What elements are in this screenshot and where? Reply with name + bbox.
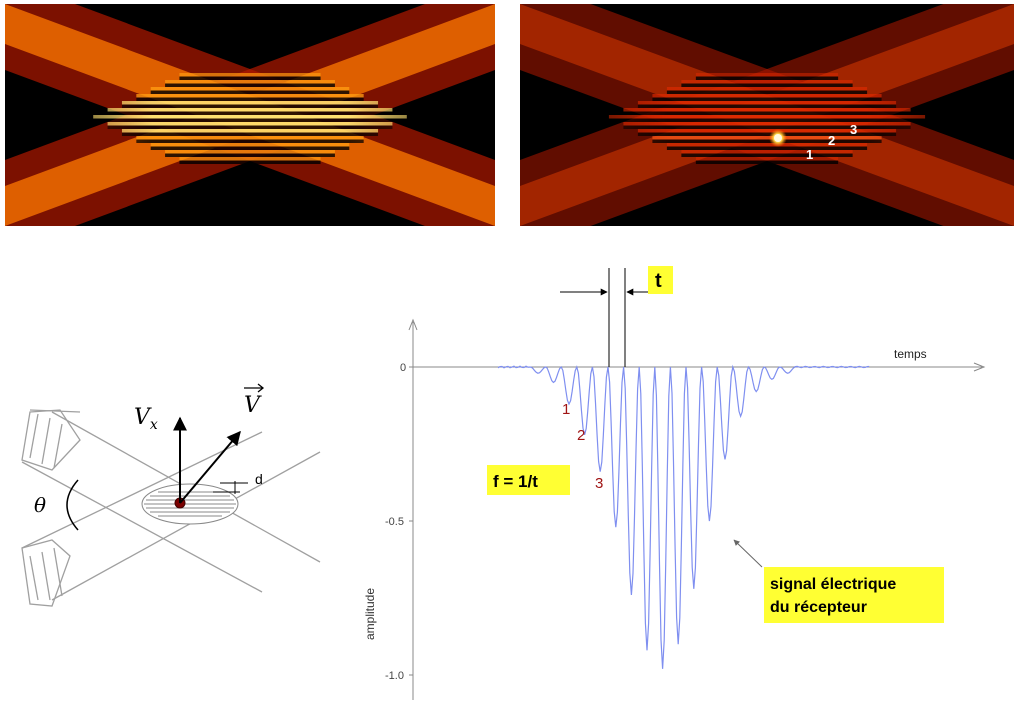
right-panel-fringe-gap	[681, 153, 853, 157]
left-panel-fringe	[107, 108, 393, 112]
peak-marker-2: 2	[577, 427, 585, 444]
x-axis-label: temps	[894, 347, 927, 361]
vx-label: Vx	[134, 405, 158, 433]
left-panel-fringe-gap	[165, 83, 335, 87]
right-panel-fringe	[608, 115, 926, 119]
left-panel-fringe-gap	[179, 76, 321, 80]
right-panel-fringe	[695, 73, 839, 77]
left-panel-fringe-gap	[136, 139, 364, 143]
left-panel-fringe-gap	[93, 118, 407, 122]
right-panel-fringe	[666, 87, 868, 91]
y-axis-label: amplitude	[363, 588, 377, 640]
theta-arc	[66, 479, 79, 531]
particle-marker-2: 2	[828, 133, 835, 148]
left-panel-fringe-gap	[121, 104, 379, 108]
left-panel-fringe	[121, 129, 379, 133]
left-panel-fringe	[93, 115, 407, 119]
right-panel-fringe-gap	[666, 146, 868, 150]
fringe-panel-left	[5, 4, 495, 226]
left-panel-fringe	[179, 157, 321, 161]
left-panel-fringe-gap	[107, 111, 393, 115]
annotation-box	[764, 567, 944, 623]
right-panel-fringe-gap	[652, 97, 882, 101]
right-panel-fringe-gap	[623, 125, 911, 129]
right-panel-fringe	[681, 80, 853, 84]
left-panel-fringe-gap	[179, 160, 321, 164]
y-tick-neg1: -1.0	[385, 670, 404, 682]
left-panel-fringe	[136, 94, 364, 98]
signal-plot: 0 -0.5 -1.0 amplitude temps t 1 2 3 f = …	[363, 266, 986, 700]
right-panel-fringe	[637, 129, 897, 133]
right-panel-fringe-gap	[695, 160, 839, 164]
peak-marker-3: 3	[595, 475, 603, 492]
right-panel-fringe	[623, 108, 911, 112]
left-panel-fringe-gap	[150, 146, 350, 150]
signal-curve	[497, 364, 870, 669]
t-label: t	[655, 270, 662, 292]
theta-label: θ	[34, 493, 46, 517]
right-panel-fringe-gap	[666, 90, 868, 94]
left-panel-fringe	[107, 122, 393, 126]
right-panel-fringe	[652, 94, 882, 98]
left-panel-fringe	[150, 87, 350, 91]
right-panel-fringe-gap	[652, 139, 882, 143]
formula-label: f = 1/t	[493, 472, 538, 491]
annotation-pointer	[733, 539, 763, 568]
right-panel-fringe-gap	[681, 83, 853, 87]
right-panel-fringe	[695, 157, 839, 161]
v-label: V	[244, 393, 262, 418]
period-marker	[560, 268, 650, 367]
left-panel-fringe	[165, 150, 335, 154]
velocity-arrows	[173, 416, 241, 504]
v-arrow	[179, 430, 241, 504]
particle-marker-3: 3	[850, 122, 857, 137]
left-panel-fringe	[121, 101, 379, 105]
left-panel-fringe	[150, 143, 350, 147]
t-label-box	[648, 266, 673, 294]
right-panel-fringe	[637, 101, 897, 105]
y-tick-0: 0	[400, 362, 406, 374]
left-panel-fringe-gap	[165, 153, 335, 157]
right-panel-fringe-gap	[695, 76, 839, 80]
y-tick-neg05: -0.5	[385, 516, 404, 528]
left-panel-fringe	[136, 136, 364, 140]
left-panel-fringe	[179, 73, 321, 77]
v-vector-overline	[244, 383, 265, 393]
right-panel-fringe-gap	[637, 104, 897, 108]
fringe-panel-right	[520, 4, 1014, 226]
annotation-line1: signal électrique	[770, 576, 896, 593]
peak-marker-1: 1	[562, 401, 570, 418]
right-panel-fringe	[666, 143, 868, 147]
right-panel-fringe-gap	[608, 118, 926, 122]
left-panel-fringe-gap	[121, 132, 379, 136]
right-panel-fringe-gap	[637, 132, 897, 136]
right-panel-fringe-gap	[623, 111, 911, 115]
formula-box	[487, 465, 570, 495]
left-panel-fringe-gap	[150, 90, 350, 94]
right-panel-fringe	[681, 150, 853, 154]
d-dimension	[213, 481, 248, 494]
left-panel-fringe	[165, 80, 335, 84]
right-panel-fringe	[623, 122, 911, 126]
annotation-line2: du récepteur	[770, 599, 867, 616]
right-panel-fringe	[652, 136, 882, 140]
left-panel-fringe-gap	[136, 97, 364, 101]
particle-marker-1: 1	[806, 147, 813, 162]
left-panel-fringe-gap	[107, 125, 393, 129]
d-label: d	[255, 471, 263, 487]
